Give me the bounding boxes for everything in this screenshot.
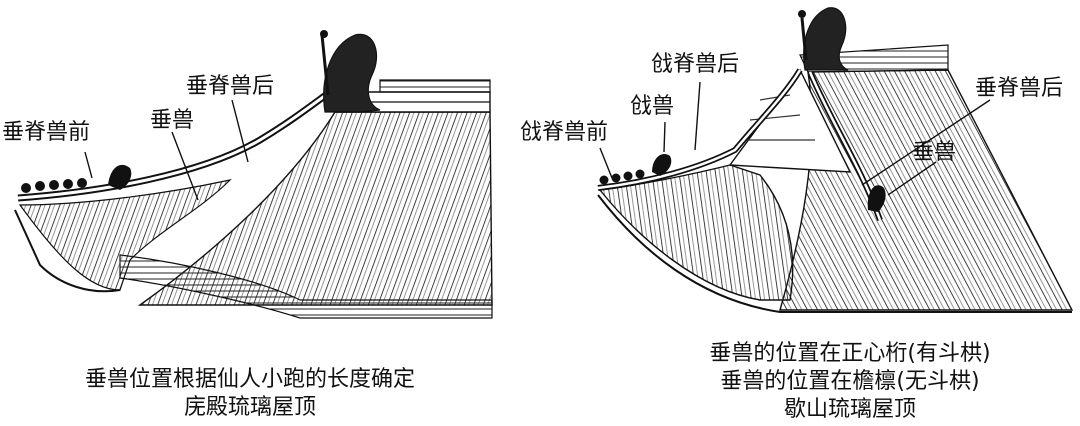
ridge-beast-figure-right [867,185,886,212]
label-ridge-beast-back-right: 垂脊兽后 [975,76,1064,101]
label-ridge-beast: 垂兽 [150,108,195,133]
label-qiang-ridge-front: 戗脊兽前 [520,120,609,145]
pointer-qiang-ridge-back [694,81,701,151]
pointer-ridge-beast-right [887,161,937,196]
hip-roof-drawing [14,30,493,319]
pointer-ridge-beast-back [231,99,249,163]
pointer-ridge-beast-front [84,151,93,179]
ridge-end-ornament-right [803,7,849,71]
pointer-ridge-beast [171,131,199,201]
pointer-qiang-ridge-front [599,147,613,179]
label-qiang-beast: 戗兽 [630,94,675,119]
label-ridge-beast-back: 垂脊兽后 [186,74,275,99]
ridge-end-ornament [323,33,381,113]
caption-left-line2: 庑殿琉璃屋顶 [183,395,316,420]
label-ridge-beast-right: 垂兽 [912,140,957,165]
pointer-ridge-beast-back-right [861,99,991,186]
qiang-beast-figure [652,153,672,176]
pointer-qiang-beast [663,121,666,153]
front-eave [119,254,493,319]
hip-side-tiles [18,178,232,291]
small-beasts [21,178,87,193]
caption-left-line1: 垂兽位置根据仙人小跑的长度确定 [84,367,415,392]
gable-hip-roof-drawing [597,7,1074,313]
caption-right-line2: 垂兽的位置在檐檩(无斗栱) [720,369,980,394]
left-side-slope [598,164,794,301]
caption-right-line3: 歇山琉璃屋顶 [783,397,916,422]
label-qiang-ridge-back: 戗脊兽后 [651,52,740,77]
caption-right-line1: 垂兽的位置在正心桁(有斗栱) [709,341,991,366]
ridge-beast-figure [108,164,132,190]
small-beasts-right [599,169,645,185]
label-ridge-beast-front: 垂脊兽前 [2,120,91,145]
roof-slope [137,111,493,306]
